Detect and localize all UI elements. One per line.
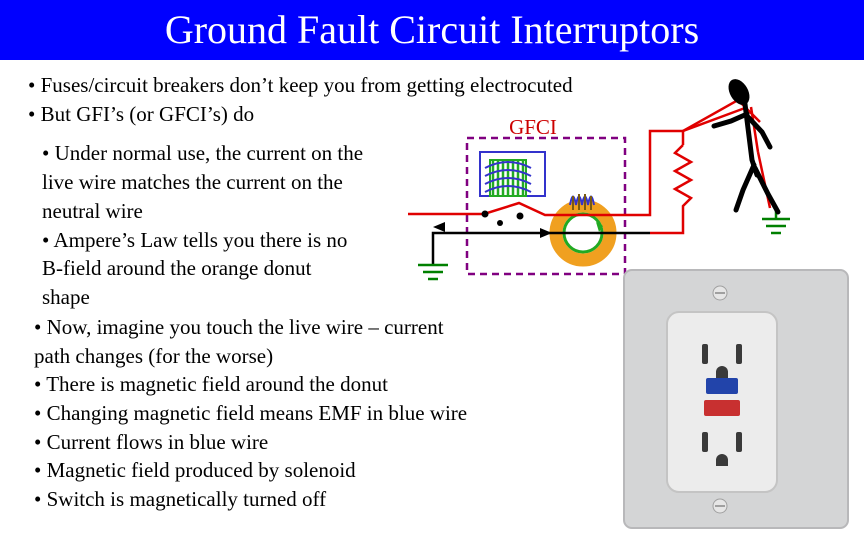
bullet-normal-use: • Under normal use, the current on the [42, 141, 364, 165]
switch-contact-left [481, 210, 489, 218]
test-button[interactable] [706, 378, 738, 394]
bullet-amperes-law-line3: shape [42, 285, 90, 309]
bullet-normal-use-line3: neutral wire [42, 199, 143, 223]
person-contact-wire [682, 106, 746, 133]
gfci-box [465, 136, 627, 276]
bullet-switch-off: • Switch is magnetically turned off [34, 487, 327, 511]
body-current-path [749, 106, 760, 153]
bullet-magnetic-field: • There is magnetic field around the don… [34, 372, 388, 396]
bullet-solenoid: • Magnetic field produced by solenoid [34, 458, 356, 482]
bullet-emf: • Changing magnetic field means EMF in b… [34, 401, 468, 425]
solenoid [484, 159, 532, 197]
person-figure [711, 79, 781, 215]
sense-wire [479, 151, 546, 197]
bullet-amperes-law: • Ampere’s Law tells you there is no [42, 228, 348, 252]
bullet-touch-live: • Now, imagine you touch the live wire –… [34, 315, 444, 339]
ground-symbol-left [418, 263, 448, 281]
reset-button[interactable] [704, 400, 740, 416]
bullet-normal-use-line2: live wire matches the current on the [42, 170, 343, 194]
bullet-gfi: • But GFI’s (or GFCI’s) do [28, 102, 255, 126]
outlet-socket-top [702, 344, 742, 378]
neutral-arrow-icon [433, 222, 445, 232]
field-arrow-icon [596, 222, 603, 232]
bullet-touch-live-line2: path changes (for the worse) [34, 344, 274, 368]
neutral-wire [431, 231, 650, 265]
switch-contact-lower [497, 220, 503, 226]
slide-title: Ground Fault Circuit Interruptors [164, 7, 700, 52]
neutral-arrow-mid-icon [540, 228, 552, 238]
live-wire [408, 129, 685, 217]
gfci-label: GFCI [509, 115, 557, 139]
gfci-outlet-image [623, 269, 849, 529]
title-bar [0, 0, 864, 60]
switch-contact-right [516, 212, 524, 220]
bullet-current-flows: • Current flows in blue wire [34, 430, 269, 454]
bullet-amperes-law-line2: B-field around the orange donut [42, 256, 312, 280]
load-resistor [650, 144, 694, 235]
pickup-coil [569, 194, 595, 210]
bullet-fuses: • Fuses/circuit breakers don’t keep you … [28, 73, 573, 97]
outlet-socket-bottom [702, 432, 742, 466]
